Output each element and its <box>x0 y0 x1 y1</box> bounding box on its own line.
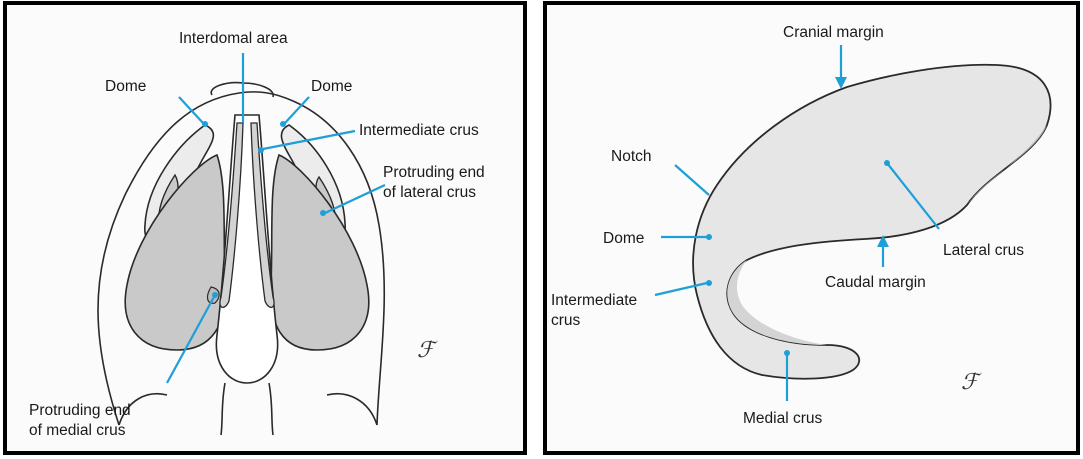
label-intermediate-crus-2: crus <box>551 312 581 329</box>
label-dome-right: Dome <box>311 78 352 95</box>
label-protruding-medial-2: of medial crus <box>29 422 126 439</box>
label-notch: Notch <box>611 148 652 165</box>
label-lateral-crus: Lateral crus <box>943 242 1024 259</box>
left-diagram-panel: Interdomal area Dome Dome Intermediate c… <box>3 1 527 455</box>
label-protruding-lateral-2: of lateral crus <box>383 184 476 201</box>
right-diagram-panel: Cranial margin Notch Lateral crus Dome C… <box>543 1 1080 455</box>
label-caudal-margin: Caudal margin <box>825 274 926 291</box>
label-intermediate-crus: Intermediate crus <box>359 122 479 139</box>
basal-view-illustration: Interdomal area Dome Dome Intermediate c… <box>7 5 523 451</box>
label-dome-left: Dome <box>105 78 146 95</box>
label-intermediate-crus-1: Intermediate <box>551 292 637 309</box>
label-protruding-medial-1: Protruding end <box>29 402 131 419</box>
label-medial-crus: Medial crus <box>743 410 822 427</box>
label-dome: Dome <box>603 230 644 247</box>
label-cranial-margin: Cranial margin <box>783 24 884 41</box>
label-protruding-lateral-1: Protruding end <box>383 164 485 181</box>
label-interdomal-area: Interdomal area <box>179 30 288 47</box>
lateral-crus-illustration: Cranial margin Notch Lateral crus Dome C… <box>547 5 1076 451</box>
